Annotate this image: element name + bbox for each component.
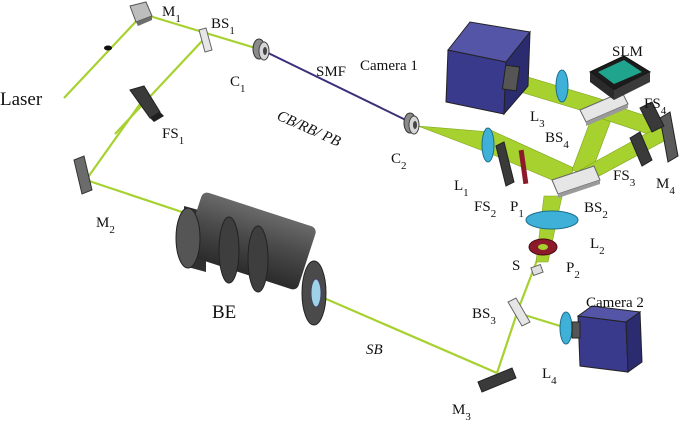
label-bs3: BS3 <box>472 306 496 327</box>
label-bs1: BS1 <box>211 16 235 37</box>
label-bs4: BS4 <box>545 130 569 151</box>
beam-m2-to-be <box>85 178 201 220</box>
label-p2: P2 <box>566 260 580 281</box>
label-sb: SB <box>366 342 383 358</box>
lens-l4 <box>559 311 573 345</box>
label-m4: M4 <box>656 176 675 197</box>
beamsplitter-bs4 <box>579 91 629 126</box>
laser-aperture-icon <box>104 45 112 51</box>
label-l4: L4 <box>542 366 557 387</box>
beam-m3-to-bs3 <box>495 309 520 374</box>
label-fs1: FS1 <box>162 126 184 147</box>
filter-fs3 <box>629 131 653 167</box>
label-m2: M2 <box>96 215 115 236</box>
camera-2 <box>571 305 643 373</box>
label-camera2: Camera 2 <box>586 295 644 311</box>
label-fs4: FS4 <box>644 96 667 117</box>
label-l2: L2 <box>590 236 605 257</box>
beamsplitter-bs2 <box>551 165 601 198</box>
lens-l1 <box>481 127 495 163</box>
slm-device <box>589 55 652 100</box>
beam-be-to-m3 <box>309 290 498 375</box>
lens-l2 <box>525 210 579 230</box>
fiber-smf <box>261 49 415 125</box>
beam-expander-be <box>175 192 327 326</box>
filter-fs2 <box>495 141 515 187</box>
camera-1 <box>445 21 531 116</box>
label-s: S <box>512 258 520 274</box>
polarizer-p2 <box>528 238 558 256</box>
polarizer-p1 <box>518 149 529 185</box>
mirror-m2 <box>73 155 93 195</box>
label-l1: L1 <box>454 178 469 199</box>
filter-fs4 <box>639 101 665 133</box>
mirror-m4 <box>659 111 679 163</box>
label-p1: P1 <box>510 199 524 220</box>
label-smf: SMF <box>316 64 346 80</box>
collimator-c2 <box>403 112 420 135</box>
label-c2: C2 <box>391 151 407 172</box>
label-fs3: FS3 <box>613 168 636 189</box>
label-l3: L3 <box>530 109 545 130</box>
collimator-c1 <box>252 38 270 61</box>
label-fiber-modes: CB/RB/ PB <box>274 108 343 150</box>
label-c1: C1 <box>230 74 246 95</box>
label-laser: Laser <box>0 89 43 110</box>
beamsplitter-bs1 <box>198 27 213 53</box>
label-be: BE <box>212 302 236 323</box>
beam-fs1-to-m2 <box>85 103 141 181</box>
filter-fs1 <box>129 85 164 122</box>
beamsplitter-bs3 <box>507 297 531 327</box>
beam-laser-input <box>63 13 144 99</box>
label-bs2: BS2 <box>584 200 608 221</box>
label-m1: M1 <box>162 4 181 25</box>
label-m3: M3 <box>452 402 471 421</box>
mirror-m1 <box>129 1 153 26</box>
shutter-s <box>530 263 544 277</box>
lens-l3 <box>555 69 569 103</box>
beam-cone-c2 <box>417 125 491 153</box>
label-slm: SLM <box>612 44 643 60</box>
label-camera1: Camera 1 <box>360 58 418 74</box>
label-fs2: FS2 <box>474 199 496 220</box>
mirror-m3 <box>477 367 517 393</box>
